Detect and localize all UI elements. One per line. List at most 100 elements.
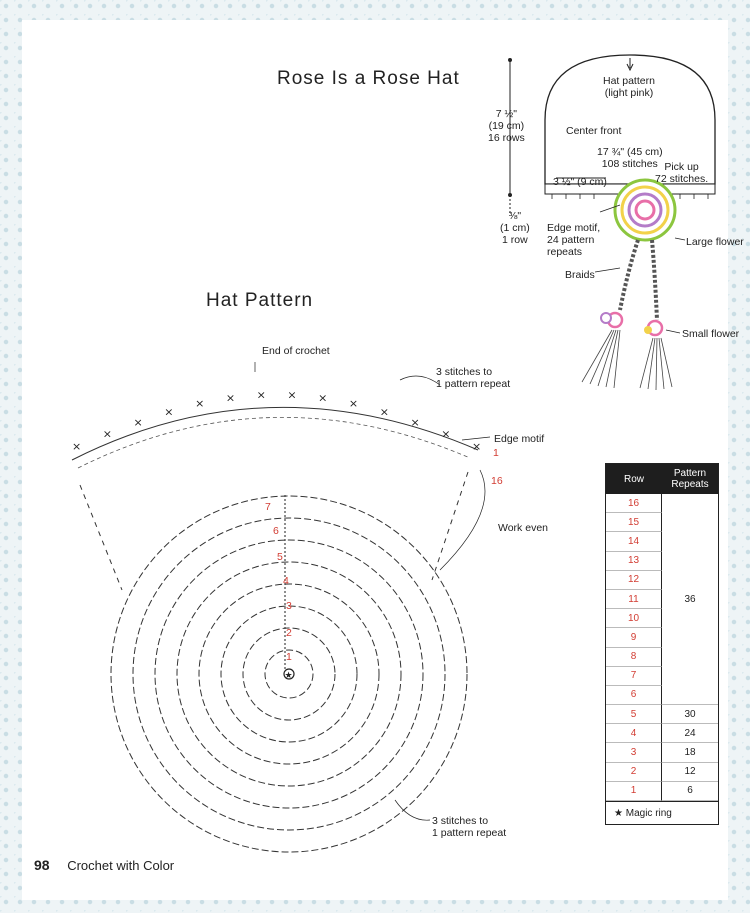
row-number-cell: 9 [606, 628, 662, 648]
repeats-cell: 24 [662, 724, 718, 744]
row-number-cell: 7 [606, 666, 662, 686]
row-number-cell: 14 [606, 532, 662, 552]
stitch-ring [242, 627, 336, 721]
row-1-label: 1 [493, 447, 499, 459]
row-number-cell: 2 [606, 762, 662, 782]
stitch-ring [220, 605, 358, 743]
edge-stitch-mark: × [380, 406, 389, 419]
small-flower-label: Small flower [682, 328, 740, 340]
row-number-cell: 10 [606, 609, 662, 629]
large-flower-icon [613, 178, 677, 242]
ring-label-4: 4 [283, 575, 289, 587]
row-number-cell: 13 [606, 551, 662, 571]
large-flower-label: Large flower [686, 236, 744, 248]
row-number-cell: 8 [606, 647, 662, 667]
repeats-cell [662, 648, 718, 667]
circumference-label: 17 ¾" (45 cm)108 stitches [597, 146, 663, 170]
repeats-cell [662, 667, 718, 686]
three-half-label: 3 ½" (9 cm) [553, 176, 607, 188]
work-even-label: Work even [498, 522, 548, 534]
page-footer: 98 Crochet with Color [34, 857, 174, 873]
row-number-cell: 5 [606, 705, 662, 725]
stitch-ring [110, 495, 468, 853]
row-number-cell: 4 [606, 724, 662, 744]
edge-stitch-mark: × [134, 416, 143, 429]
ring-label-7: 7 [265, 501, 271, 513]
stitch-ring [198, 583, 380, 765]
row-number-cell: 12 [606, 570, 662, 590]
repeats-cell [662, 609, 718, 628]
svg-text:★: ★ [285, 671, 293, 681]
edge-stitch-mark: × [103, 428, 112, 441]
book-title: Crochet with Color [67, 858, 175, 873]
repeats-cell [662, 532, 718, 551]
small-flower-right-icon [644, 319, 664, 337]
table-row: 12 [606, 570, 718, 590]
repeats-cell: 18 [662, 743, 718, 763]
stitch-ring [176, 561, 402, 787]
edge-stitch-mark: × [164, 406, 173, 419]
repeats-cell [662, 628, 718, 647]
repeats-cell: 12 [662, 763, 718, 782]
table-row: 11 36 [606, 589, 718, 610]
edge-stitch-mark: × [72, 440, 81, 453]
hat-pattern-label: Hat pattern(light pink) [603, 75, 655, 99]
edge-stitch-mark: × [349, 397, 358, 410]
edge-stitch-mark: × [318, 391, 327, 404]
row-16-label: 16 [491, 475, 503, 487]
repeats-cell: 30 [662, 705, 718, 725]
edge-stitch-mark: × [441, 428, 450, 441]
edge-stitch-mark: × [410, 416, 419, 429]
repeats-cell [662, 686, 718, 706]
table-row: 7 [606, 666, 718, 686]
braids-label: Braids [565, 269, 595, 281]
pattern-title: Hat Pattern [206, 290, 314, 311]
repeats-cell [662, 494, 718, 513]
hat-title: Rose Is a Rose Hat [277, 68, 460, 89]
repeats-cell: 36 [684, 594, 696, 606]
edge-stitch-mark: × [287, 388, 296, 401]
table-row: 13 [606, 551, 718, 571]
edge-motif-label: Edge motif [494, 433, 545, 445]
height-dimension: 7 ½"(19 cm)16 rows [488, 108, 525, 144]
edge-stitch-mark: × [195, 397, 204, 410]
center-front-label: Center front [566, 125, 622, 137]
stitch-ring [264, 649, 314, 699]
table-row: 6 [606, 685, 718, 706]
table-row: 14 [606, 532, 718, 552]
small-flower-left-icon [600, 311, 624, 329]
edge-dimension: ⅜"(1 cm)1 row [500, 210, 530, 246]
ring-label-3: 3 [286, 600, 292, 612]
row-number-cell: 6 [606, 685, 662, 706]
repeats-cell [662, 571, 718, 590]
row-number-cell: 11 [606, 589, 662, 610]
end-of-crochet-label: End of crochet [262, 345, 330, 357]
table-row: 8 [606, 647, 718, 667]
ring-label-1: 1 [286, 651, 292, 663]
ring-label-5: 5 [277, 551, 283, 563]
repeats-cell: 6 [662, 782, 718, 801]
magic-ring-note: ★ Magic ring [606, 801, 718, 824]
table-row: 15 [606, 513, 718, 533]
table-row: 10 [606, 609, 718, 629]
repeats-cell [662, 552, 718, 571]
edge-stitch-mark: × [257, 388, 266, 401]
stitch-ring [132, 517, 446, 831]
repeats-cell [662, 513, 718, 532]
stitch-ring [154, 539, 424, 809]
page-number: 98 [34, 857, 50, 873]
row-col-header: Row [623, 473, 644, 485]
ring-label-2: 2 [286, 627, 292, 639]
row-number-cell: 3 [606, 743, 662, 763]
